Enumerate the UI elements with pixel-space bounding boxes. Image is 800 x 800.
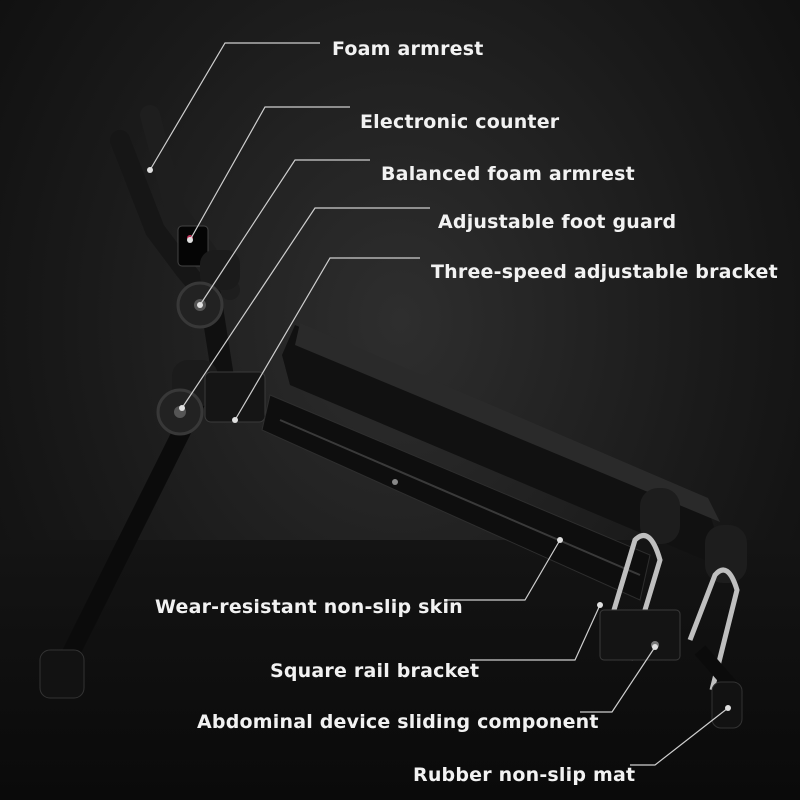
rubber-foot-rear — [711, 681, 743, 729]
sliding-carriage — [599, 609, 681, 661]
leader-sliding-component — [580, 646, 656, 713]
three-speed-bracket-plate — [204, 371, 266, 423]
chrome-loop-right — [687, 567, 740, 691]
label-adjustable-foot-guard: Adjustable foot guard — [438, 211, 677, 233]
rubber-foot-front — [39, 649, 85, 699]
label-electronic-counter: Electronic counter — [360, 111, 560, 133]
dot-three-speed-bracket — [232, 417, 238, 423]
leader-square-rail — [470, 604, 601, 661]
leader-electronic-counter — [189, 106, 350, 241]
leader-balanced-foam-armrest — [199, 159, 370, 306]
leader-three-speed-bracket — [234, 257, 420, 421]
label-non-slip-skin: Wear-resistant non-slip skin — [155, 596, 463, 618]
cushion-top — [295, 323, 720, 522]
label-sliding-component: Abdominal device sliding component — [197, 711, 599, 733]
counter-display — [177, 225, 209, 267]
leader-rubber-mat — [630, 707, 729, 766]
dot-sliding-component — [652, 644, 658, 650]
square-rail — [279, 419, 641, 576]
cushion-screw — [392, 479, 398, 485]
rail-body — [261, 394, 651, 601]
rear-roller-top — [640, 488, 680, 544]
dot-rubber-mat — [725, 705, 731, 711]
chrome-loop-left — [602, 533, 663, 661]
floor-shadow — [0, 540, 800, 800]
label-three-speed-bracket: Three-speed adjustable bracket — [431, 261, 778, 283]
label-balanced-foam-armrest: Balanced foam armrest — [381, 163, 635, 185]
dot-foam-armrest — [147, 167, 153, 173]
leader-non-slip-skin — [445, 539, 561, 601]
dot-square-rail — [597, 602, 603, 608]
rear-roller-bottom — [705, 525, 747, 583]
dot-balanced-foam-armrest — [197, 302, 203, 308]
dot-non-slip-skin — [557, 537, 563, 543]
dot-foot-guard — [179, 405, 185, 411]
leader-foam-armrest — [149, 42, 320, 171]
leader-lines — [149, 42, 729, 766]
dot-electronic-counter — [187, 237, 193, 243]
leader-adjustable-foot-guard — [181, 207, 430, 409]
label-rubber-mat: Rubber non-slip mat — [413, 764, 636, 786]
label-square-rail-bracket: Square rail bracket — [270, 660, 480, 682]
leader-dots — [147, 167, 731, 711]
label-foam-armrest: Foam armrest — [332, 38, 484, 60]
